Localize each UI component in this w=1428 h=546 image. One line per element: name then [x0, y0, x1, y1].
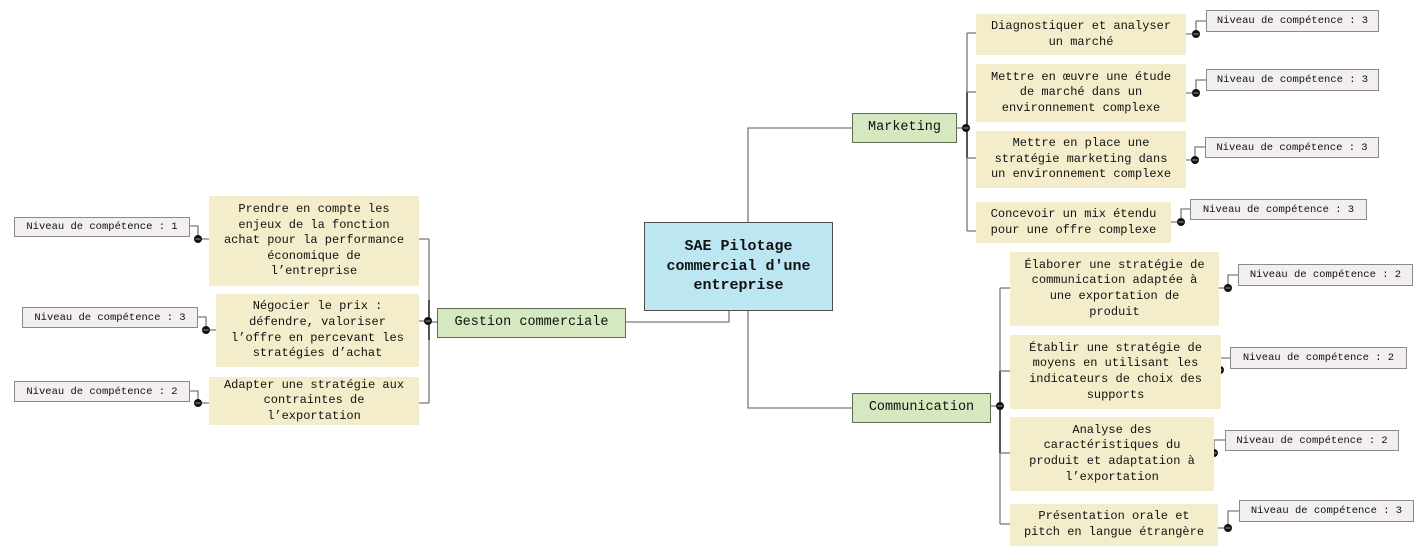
connector-level-m4 — [1171, 208, 1190, 223]
skill-topic-label: Établir une stratégie de moyens en utili… — [1029, 340, 1202, 402]
competence-level-label: Niveau de compétence : 3 — [34, 311, 186, 324]
skill-topic[interactable]: Élaborer une stratégie de communication … — [1010, 252, 1219, 326]
skill-topic[interactable]: Présentation orale et pitch en langue ét… — [1010, 504, 1218, 546]
skill-topic-label: Élaborer une stratégie de communication … — [1024, 257, 1205, 319]
connector-level-c3 — [1213, 439, 1225, 453]
connector-root-marketing — [747, 127, 852, 222]
skill-topic-label: Mettre en place une stratégie marketing … — [990, 136, 1172, 182]
competence-level-label: Niveau de compétence : 3 — [1202, 203, 1355, 216]
branch-label: Gestion commerciale — [454, 315, 609, 330]
skill-topic[interactable]: Négocier le prix : défendre, valoriser l… — [216, 294, 419, 367]
competence-level-label: Niveau de compétence : 3 — [1216, 74, 1369, 86]
minus-circle-icon[interactable] — [1224, 524, 1232, 532]
minus-circle-icon[interactable] — [1224, 284, 1232, 292]
minus-circle-icon[interactable] — [1191, 156, 1199, 164]
skill-topic-label: Diagnostiquer et analyser un marché — [990, 18, 1172, 49]
competence-level-label: Niveau de compétence : 3 — [1216, 141, 1368, 154]
competence-level-badge[interactable]: Niveau de compétence : 3 — [1206, 10, 1379, 32]
competence-level-badge[interactable]: Niveau de compétence : 2 — [14, 381, 190, 402]
skill-topic[interactable]: Analyse des caractéristiques du produit … — [1010, 417, 1214, 491]
skill-topic[interactable]: Établir une stratégie de moyens en utili… — [1010, 335, 1221, 409]
skill-topic-label: Mettre en œuvre une étude de marché dans… — [990, 69, 1172, 115]
connector-level-m2 — [1186, 79, 1206, 94]
competence-level-badge[interactable]: Niveau de compétence : 3 — [1190, 199, 1367, 220]
branch-marketing[interactable]: Marketing — [852, 113, 957, 143]
connector-level-g3 — [190, 390, 209, 404]
competence-level-label: Niveau de compétence : 2 — [26, 385, 178, 398]
skill-topic[interactable]: Prendre en compte les enjeux de la fonct… — [209, 196, 419, 286]
competence-level-badge[interactable]: Niveau de compétence : 3 — [1206, 69, 1379, 91]
minus-circle-icon[interactable] — [1192, 30, 1200, 38]
branch-label: Marketing — [868, 120, 941, 135]
competence-level-badge[interactable]: Niveau de compétence : 1 — [14, 217, 190, 237]
skill-topic-label: Concevoir un mix étendu pour une offre c… — [990, 206, 1157, 237]
minus-circle-icon[interactable] — [202, 326, 210, 334]
skill-topic[interactable]: Mettre en œuvre une étude de marché dans… — [976, 64, 1186, 122]
skill-topic[interactable]: Diagnostiquer et analyser un marché — [976, 14, 1186, 55]
skill-topic[interactable]: Mettre en place une stratégie marketing … — [976, 131, 1186, 188]
connector-root-gestion — [626, 311, 730, 323]
minus-circle-icon[interactable] — [194, 399, 202, 407]
competence-level-label: Niveau de compétence : 2 — [1236, 434, 1388, 447]
connector-root-communication — [747, 311, 852, 409]
competence-level-badge[interactable]: Niveau de compétence : 2 — [1225, 430, 1399, 451]
minus-circle-icon[interactable] — [424, 317, 432, 325]
competence-level-label: Niveau de compétence : 3 — [1216, 15, 1369, 27]
branch-gestion-commerciale[interactable]: Gestion commerciale — [437, 308, 626, 338]
competence-level-badge[interactable]: Niveau de compétence : 3 — [22, 307, 198, 328]
connector-level-m3 — [1186, 146, 1205, 161]
skill-topic-label: Prendre en compte les enjeux de la fonct… — [223, 202, 405, 279]
minus-circle-icon[interactable] — [1177, 218, 1185, 226]
skill-topic-label: Présentation orale et pitch en langue ét… — [1023, 509, 1205, 539]
minus-circle-icon[interactable] — [1192, 89, 1200, 97]
skill-topic-label: Adapter une stratégie aux contraintes de… — [223, 377, 405, 423]
competence-level-badge[interactable]: Niveau de compétence : 3 — [1239, 500, 1414, 522]
branch-communication[interactable]: Communication — [852, 393, 991, 423]
connector-level-g1 — [190, 225, 209, 240]
competence-level-label: Niveau de compétence : 1 — [26, 221, 178, 233]
minus-circle-icon[interactable] — [962, 124, 970, 132]
root-topic[interactable]: SAE Pilotage commercial d'une entreprise — [644, 222, 833, 311]
root-topic-label: SAE Pilotage commercial d'une entreprise — [666, 238, 811, 295]
competence-level-badge[interactable]: Niveau de compétence : 3 — [1205, 137, 1379, 158]
competence-level-label: Niveau de compétence : 2 — [1249, 269, 1402, 281]
minus-circle-icon[interactable] — [194, 235, 202, 243]
competence-level-badge[interactable]: Niveau de compétence : 2 — [1238, 264, 1413, 286]
branch-label: Communication — [868, 400, 975, 415]
competence-level-label: Niveau de compétence : 3 — [1250, 505, 1403, 517]
competence-level-badge[interactable]: Niveau de compétence : 2 — [1230, 347, 1407, 369]
connector-level-c1 — [1219, 274, 1238, 289]
connector-level-c4 — [1218, 510, 1239, 529]
connector-level-m1 — [1186, 20, 1206, 35]
skill-topic[interactable]: Concevoir un mix étendu pour une offre c… — [976, 202, 1171, 243]
skill-topic-label: Négocier le prix : défendre, valoriser l… — [231, 299, 404, 361]
skill-topic[interactable]: Adapter une stratégie aux contraintes de… — [209, 377, 419, 425]
connector-level-g2 — [198, 316, 216, 331]
skill-topic-label: Analyse des caractéristiques du produit … — [1029, 422, 1195, 484]
minus-circle-icon[interactable] — [996, 402, 1004, 410]
competence-level-label: Niveau de compétence : 2 — [1242, 352, 1395, 364]
